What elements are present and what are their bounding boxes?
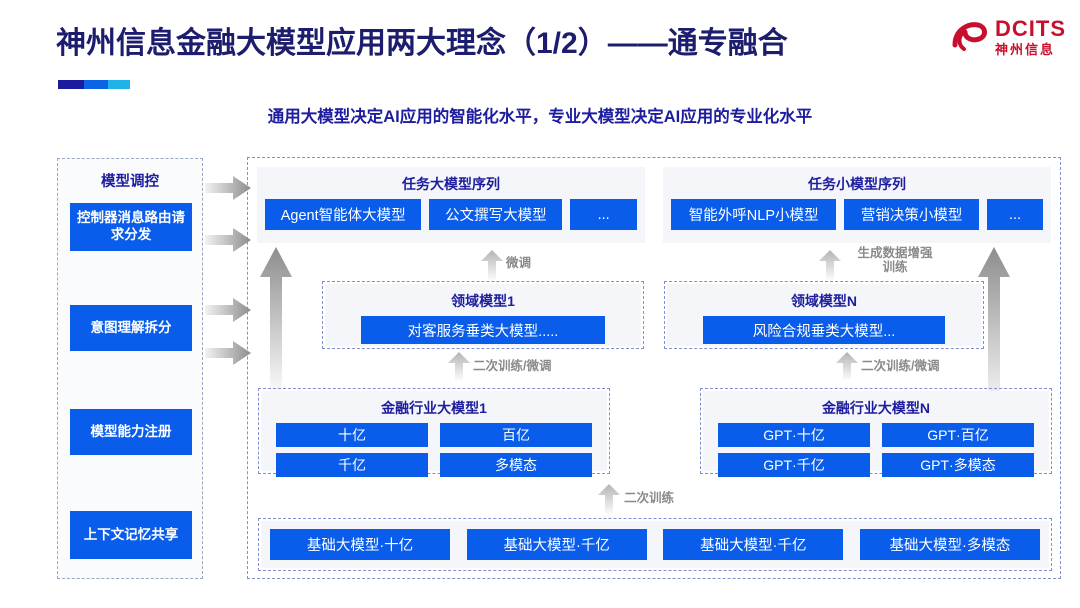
industry-model-n-chips: GPT·十亿 GPT·百亿 GPT·千亿 GPT·多模态 (703, 423, 1049, 483)
accent-segment-2 (84, 80, 108, 89)
base-models-wrapper: 基础大模型·十亿 基础大模型·千亿 基础大模型·千亿 基础大模型·多模态 (258, 518, 1052, 571)
arrow-up-data-aug (819, 250, 841, 280)
task-sequence-large: 任务大模型序列 Agent智能体大模型 公文撰写大模型 ... (257, 167, 645, 243)
domain-model-n-title: 领域模型N (790, 293, 858, 309)
chip-customer-service-vertical-model[interactable]: 对客服务垂类大模型..... (361, 316, 605, 344)
industry-model-1-wrapper: 金融行业大模型1 十亿 百亿 千亿 多模态 (258, 388, 610, 477)
industry-model-1: 金融行业大模型1 十亿 百亿 千亿 多模态 (261, 391, 607, 477)
domain-model-1-wrapper: 领域模型1 对客服务垂类大模型..... (322, 281, 644, 349)
task-sequence-small: 任务小模型序列 智能外呼NLP小模型 营销决策小模型 ... (663, 167, 1051, 243)
logo-en-text: DCITS (995, 16, 1066, 41)
arrow-label-data-aug: 生成数据增强 训练 (845, 246, 945, 275)
task-sequence-large-title: 任务大模型序列 (402, 176, 500, 192)
arrow-label-retrain-right: 二次训练/微调 (861, 359, 940, 373)
chip-indn-gpt-multimodal[interactable]: GPT·多模态 (882, 453, 1034, 477)
connector-arrow-right-3 (205, 297, 251, 323)
chip-ind1-ten-billion[interactable]: 百亿 (440, 423, 592, 447)
chip-more-small[interactable]: ... (986, 199, 1044, 230)
industry-model-1-title: 金融行业大模型1 (381, 400, 487, 416)
industry-model-n-title: 金融行业大模型N (821, 400, 931, 416)
industry-model-n-wrapper: 金融行业大模型N GPT·十亿 GPT·百亿 GPT·千亿 GPT·多模态 (700, 388, 1052, 477)
arrow-label-data-aug-line2: 训练 (882, 260, 908, 275)
chip-marketing-decision-model[interactable]: 营销决策小模型 (844, 199, 979, 230)
chip-more-large[interactable]: ... (570, 199, 637, 230)
arrow-label-retrain-base: 二次训练 (624, 491, 675, 505)
task-sequence-large-chips: Agent智能体大模型 公文撰写大模型 ... (257, 199, 645, 238)
company-logo: DCITS 神州信息 (951, 18, 1066, 56)
control-item-context[interactable]: 上下文记忆共享 (70, 511, 192, 559)
arrow-up-retrain-base (598, 484, 620, 514)
architecture-frame (247, 157, 1061, 579)
control-panel: 模型调控 控制器消息路由请求分发 意图理解拆分 模型能力注册 上下文记忆共享 (57, 158, 203, 579)
industry-model-1-chips: 十亿 百亿 千亿 多模态 (261, 423, 607, 483)
domain-model-n: 领域模型N 风险合规垂类大模型... (667, 284, 981, 346)
arrow-label-data-aug-line1: 生成数据增强 (857, 246, 933, 260)
domain-model-n-chips: 风险合规垂类大模型... (667, 316, 981, 352)
chip-risk-compliance-vertical-model[interactable]: 风险合规垂类大模型... (703, 316, 945, 344)
chip-indn-gpt-hundred-billion[interactable]: GPT·千亿 (718, 453, 870, 477)
big-arrow-up-right (978, 243, 1010, 415)
control-item-registry[interactable]: 模型能力注册 (70, 409, 192, 455)
control-item-intent[interactable]: 意图理解拆分 (70, 305, 192, 351)
big-arrow-up-left (260, 243, 292, 395)
connector-arrow-right-4 (205, 340, 251, 366)
page-subtitle: 通用大模型决定AI应用的智能化水平，专业大模型决定AI应用的专业化水平 (267, 108, 813, 126)
chip-ind1-multimodal[interactable]: 多模态 (440, 453, 592, 477)
domain-model-1-title: 领域模型1 (451, 293, 515, 309)
accent-segment-3 (108, 80, 130, 89)
logo-cn-text: 神州信息 (995, 42, 1056, 57)
arrow-up-retrain-left (448, 352, 470, 380)
control-item-router[interactable]: 控制器消息路由请求分发 (70, 203, 192, 251)
task-sequence-small-title: 任务小模型序列 (808, 176, 906, 192)
chip-base-hundred-billion-1[interactable]: 基础大模型·千亿 (466, 529, 647, 560)
arrow-label-retrain-left: 二次训练/微调 (473, 359, 552, 373)
industry-model-n: 金融行业大模型N GPT·十亿 GPT·百亿 GPT·千亿 GPT·多模态 (703, 391, 1049, 477)
chip-base-multimodal[interactable]: 基础大模型·多模态 (859, 529, 1040, 560)
chip-agent-large-model[interactable]: Agent智能体大模型 (265, 199, 422, 230)
arrow-up-fine-tune (481, 250, 503, 280)
base-models: 基础大模型·十亿 基础大模型·千亿 基础大模型·千亿 基础大模型·多模态 (261, 521, 1049, 568)
control-panel-title: 模型调控 (101, 174, 159, 190)
chip-document-writing-model[interactable]: 公文撰写大模型 (429, 199, 563, 230)
connector-arrow-right-2 (205, 227, 251, 253)
task-sequence-small-chips: 智能外呼NLP小模型 营销决策小模型 ... (663, 199, 1051, 238)
chip-base-billion[interactable]: 基础大模型·十亿 (270, 529, 450, 560)
dcits-swirl-icon (951, 18, 989, 56)
arrow-label-fine-tune: 微调 (506, 256, 532, 270)
chip-ind1-billion[interactable]: 十亿 (276, 423, 428, 447)
domain-model-1-chips: 对客服务垂类大模型..... (325, 316, 641, 352)
domain-model-1: 领域模型1 对客服务垂类大模型..... (325, 284, 641, 346)
chip-base-hundred-billion-2[interactable]: 基础大模型·千亿 (663, 529, 844, 560)
chip-indn-gpt-ten-billion[interactable]: GPT·百亿 (882, 423, 1034, 447)
connector-arrow-right-1 (205, 175, 251, 201)
chip-ind1-hundred-billion[interactable]: 千亿 (276, 453, 428, 477)
arrow-up-retrain-right (836, 352, 858, 380)
chip-outbound-nlp-model[interactable]: 智能外呼NLP小模型 (671, 199, 837, 230)
page-title: 神州信息金融大模型应用两大理念（1/2）——通专融合 (56, 27, 788, 60)
domain-model-n-wrapper: 领域模型N 风险合规垂类大模型... (664, 281, 984, 349)
title-accent-bar (58, 80, 130, 89)
chip-indn-gpt-billion[interactable]: GPT·十亿 (718, 423, 870, 447)
logo-wordmark: DCITS 神州信息 (995, 16, 1066, 57)
accent-segment-1 (58, 80, 84, 89)
